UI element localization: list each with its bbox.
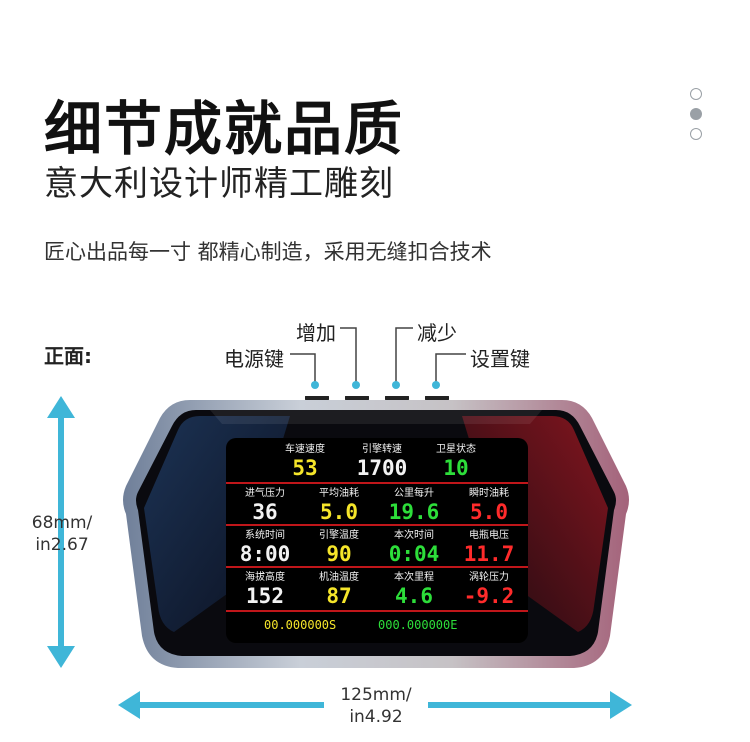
page-subtitle: 意大利设计师精工雕刻 [44,164,394,204]
gauge-value: -9.2 [463,584,515,608]
gauge-label: 引擎转速 [362,444,402,455]
gauge-value: 4.6 [395,584,433,608]
screen-divider [226,566,528,568]
gauge-label: 本次时间 [394,530,434,541]
gauge-label: 瞬时油耗 [469,488,509,499]
front-view-label: 正面: [44,344,92,368]
gauge-value: 0:04 [388,542,440,566]
gauge-trip-time: 本次时间 0:04 [378,530,450,566]
gauge-label: 本次里程 [394,572,434,583]
gauge-value: 10 [443,456,469,480]
gauge-label: 海拔高度 [245,572,285,583]
gauge-value: 90 [326,542,352,566]
gauge-value: 87 [326,584,352,608]
gauge-value: 53 [292,456,318,480]
gauge-label: 车速速度 [285,444,325,455]
screen-divider [226,610,528,612]
gauge-trip-distance: 本次里程 4.6 [378,572,450,608]
callout-decrease-button: 减少 [417,321,457,345]
gauge-satellite-status: 卫星状态 10 [422,444,490,480]
height-imperial: in2.67 [35,535,89,555]
gauge-value: 5.0 [470,500,508,524]
height-metric: 68mm/ [31,513,93,533]
gauge-label: 公里每升 [394,488,434,499]
gauge-label: 系统时间 [245,530,285,541]
callout-power-button: 电源键 [224,347,284,371]
gauge-label: 机油温度 [319,572,359,583]
gauge-system-time: 系统时间 8:00 [230,530,300,566]
gauge-value: 152 [246,584,284,608]
gauge-label: 电瓶电压 [469,530,509,541]
pager-dot-1[interactable] [690,88,702,100]
gauge-value: 5.0 [320,500,358,524]
gps-latitude: 00.000000S [264,618,337,632]
width-imperial: in4.92 [349,707,403,727]
screen-divider [226,482,528,484]
gauge-value: 19.6 [388,500,440,524]
gauge-altitude: 海拔高度 152 [230,572,300,608]
screen-divider [226,524,528,526]
gauge-value: 8:00 [239,542,291,566]
height-dimension-label: 68mm/ in2.67 [14,512,110,556]
gauge-intake-pressure: 进气压力 36 [230,488,300,524]
gauge-label: 卫星状态 [436,444,476,455]
gauge-km-per-liter: 公里每升 19.6 [378,488,450,524]
width-metric: 125mm/ [340,685,412,705]
gauge-label: 进气压力 [245,488,285,499]
gauge-instant-fuel: 瞬时油耗 5.0 [454,488,524,524]
gauge-label: 涡轮压力 [469,572,509,583]
gauge-label: 平均油耗 [319,488,359,499]
width-dimension-label: 125mm/ in4.92 [324,684,428,728]
gauge-turbo-pressure: 涡轮压力 -9.2 [454,572,524,608]
gauge-oil-temperature: 机油温度 87 [304,572,374,608]
pager-dot-2[interactable] [690,108,702,120]
gps-longitude: 000.000000E [378,618,458,632]
gauge-vehicle-speed: 车速速度 53 [270,444,340,480]
pager-dots [690,88,704,148]
callout-settings-button: 设置键 [470,347,530,371]
gauge-battery-voltage: 电瓶电压 11.7 [454,530,524,566]
pager-dot-3[interactable] [690,128,702,140]
gauge-engine-rpm: 引擎转速 1700 [342,444,422,480]
hud-screen: 车速速度 53 引擎转速 1700 卫星状态 10 进气压力 36 平均油耗 5… [226,438,528,643]
gauge-average-fuel: 平均油耗 5.0 [304,488,374,524]
gauge-value: 36 [252,500,278,524]
gauge-label: 引擎温度 [319,530,359,541]
gauge-value: 11.7 [463,542,515,566]
gauge-value: 1700 [356,456,408,480]
gauge-engine-temperature: 引擎温度 90 [304,530,374,566]
page-description: 匠心出品每一寸 都精心制造，采用无缝扣合技术 [44,240,492,264]
callout-increase-button: 增加 [296,321,336,345]
page-title: 细节成就品质 [44,95,405,163]
